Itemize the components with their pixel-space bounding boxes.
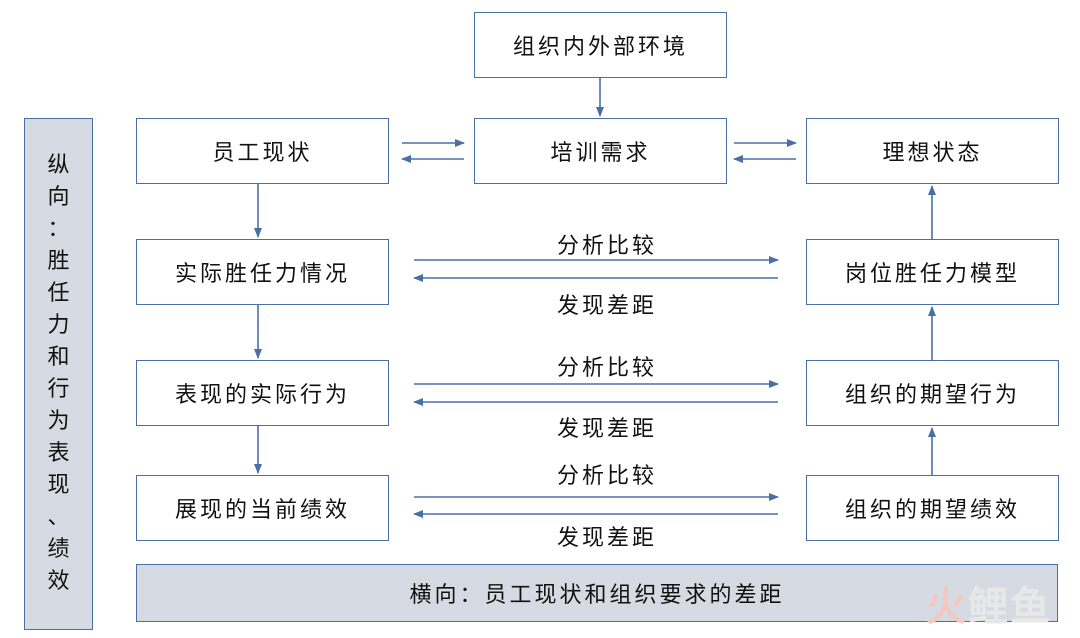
vertical-axis-char: 纵 [47, 153, 70, 178]
vertical-axis-char: ： [47, 217, 70, 242]
vertical-axis-char: 和 [47, 345, 70, 370]
watermark-logo-text: 鲤鱼 [968, 584, 1052, 630]
watermark-logo: 火鲤鱼 [926, 574, 1052, 632]
vertical-axis-char: 胜 [47, 249, 70, 274]
vertical-axis-char: 现 [47, 473, 70, 498]
vertical-axis-char: 效 [47, 569, 70, 594]
label-gap-row2: 发现差距 [556, 417, 658, 442]
vertical-axis-band: 纵向 ： 胜任力和行为表现、绩效 [24, 118, 93, 630]
label-gap-row1: 发现差距 [556, 294, 658, 319]
horizontal-axis-band: 横向：员工现状和组织要求的差距 [136, 564, 1058, 622]
vertical-axis-char: 绩 [47, 537, 70, 562]
vertical-axis-char: 表 [47, 441, 70, 466]
watermark-logo-mark: 火 [926, 584, 968, 630]
box-environment: 组织内外部环境 [474, 12, 727, 78]
vertical-axis-char: 、 [47, 505, 70, 530]
label-compare-row3: 分析比较 [556, 464, 658, 489]
label-compare-row1: 分析比较 [556, 234, 658, 259]
vertical-axis-char: 向 [47, 185, 70, 210]
label-compare-row2: 分析比较 [556, 356, 658, 381]
box-training-needs: 培训需求 [474, 118, 727, 184]
box-current-performance: 展现的当前绩效 [136, 475, 389, 541]
vertical-axis-char: 行 [47, 377, 70, 402]
box-expected-performance: 组织的期望绩效 [806, 475, 1059, 541]
box-expected-behavior: 组织的期望行为 [806, 360, 1059, 426]
box-position-model: 岗位胜任力模型 [806, 239, 1059, 305]
horizontal-axis-label: 横向：员工现状和组织要求的差距 [409, 583, 785, 608]
box-actual-behavior: 表现的实际行为 [136, 360, 389, 426]
box-actual-competency: 实际胜任力情况 [136, 239, 389, 305]
box-ideal-state: 理想状态 [806, 118, 1059, 184]
label-gap-row3: 发现差距 [556, 526, 658, 551]
vertical-axis-char: 为 [47, 409, 70, 434]
box-employee-current: 员工现状 [136, 118, 389, 184]
vertical-axis-char: 力 [47, 313, 70, 338]
vertical-axis-char: 任 [47, 281, 70, 306]
